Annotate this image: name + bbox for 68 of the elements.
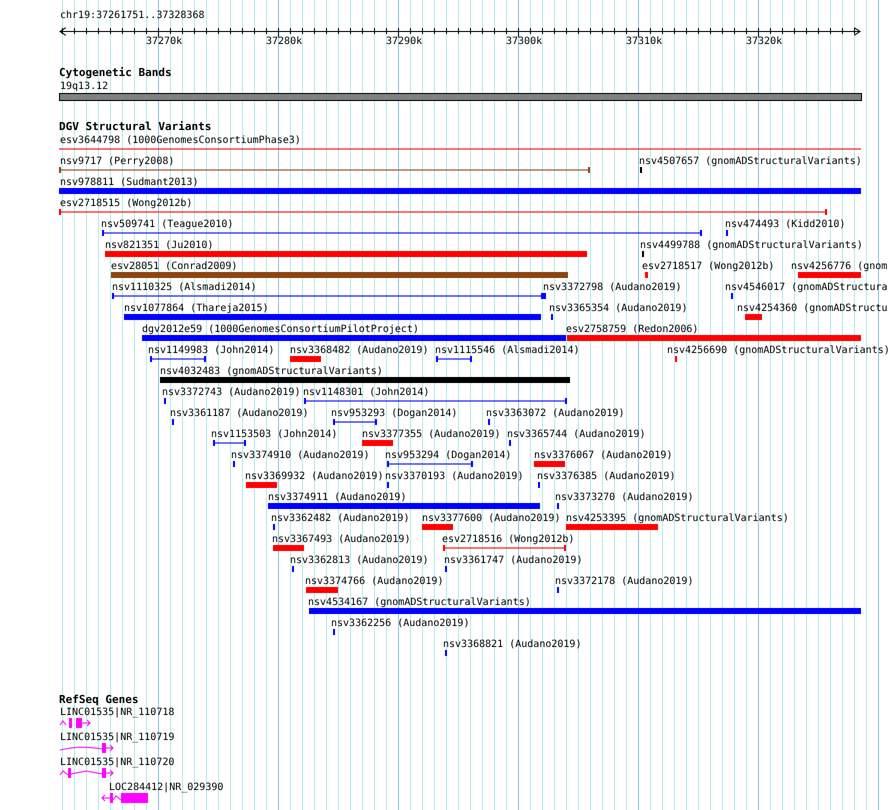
- variant-label: nsv3377600 (Audano2019): [422, 513, 560, 524]
- tick-label: 37310k: [626, 36, 662, 47]
- variant-label: nsv3374911 (Audano2019): [268, 492, 406, 503]
- variant-label: nsv3376067 (Audano2019): [534, 450, 672, 461]
- variant-label: nsv3368821 (Audano2019): [443, 639, 582, 650]
- variant-label: nsv978811 (Sudmant2013): [60, 177, 198, 188]
- variant-label: nsv4546017 (gnomADStructura: [725, 282, 888, 293]
- gene-label: LINC01535|NR_110720: [60, 757, 174, 768]
- variant-label: nsv474493 (Kidd2010): [725, 219, 846, 230]
- variant-label: nsv4507657 (gnomADStructuralVariants): [639, 156, 862, 167]
- variant-label: nsv4256690 (gnomADStructuralVariants): [667, 345, 890, 356]
- variant-label: nsv3377355 (Audano2019): [362, 429, 500, 440]
- variant-label: nsv953294 (Dogan2014): [385, 450, 512, 461]
- band-label: 19q13.12: [60, 81, 108, 92]
- gene-label: LINC01535|NR_110719: [60, 732, 174, 743]
- variant-label: esv3644798 (1000GenomesConsortiumPhase3): [60, 135, 301, 146]
- gene-label: LINC01535|NR_110718: [60, 707, 174, 718]
- variant-label: nsv3374766 (Audano2019): [305, 576, 444, 587]
- track-title: Cytogenetic Bands: [59, 67, 172, 78]
- variant-label: nsv3376385 (Audano2019): [537, 471, 676, 482]
- variant-label: nsv953293 (Dogan2014): [331, 408, 458, 419]
- variant-label: esv2718517 (Wong2012b): [642, 261, 774, 272]
- variant-label: esv2718516 (Wong2012b): [442, 534, 574, 545]
- variant-label: nsv4032483 (gnomADStructuralVariants): [160, 366, 383, 377]
- variant-label: nsv3362813 (Audano2019): [290, 555, 428, 566]
- variant-label: nsv1077864 (Thareja2015): [124, 303, 268, 314]
- tick-label: 37280k: [266, 36, 302, 47]
- track-title: DGV Structural Variants: [59, 121, 212, 132]
- variant-label: nsv821351 (Ju2010): [105, 240, 214, 251]
- track-title: RefSeq Genes: [59, 694, 138, 705]
- variant-label: nsv3372743 (Audano2019): [162, 387, 300, 398]
- tick-label: 37320k: [746, 36, 782, 47]
- variant-label: nsv3372798 (Audano2019): [543, 282, 682, 293]
- variant-label: nsv3361187 (Audano2019): [170, 408, 308, 419]
- variant-label: nsv4499788 (gnomADStructuralVariants): [640, 240, 863, 251]
- variant-label: nsv3365744 (Audano2019): [507, 429, 646, 440]
- tick-label: 37270k: [146, 36, 182, 47]
- variant-label: nsv3368482 (Audano2019): [290, 345, 428, 356]
- variant-label: nsv4534167 (gnomADStructuralVariants): [308, 597, 531, 608]
- variant-label: nsv509741 (Teague2010): [101, 219, 234, 230]
- variant-label: nsv3367493 (Audano2019): [272, 534, 410, 545]
- variant-label: nsv4253395 (gnomADStructuralVariants): [566, 513, 789, 524]
- variant-label: esv2718515 (Wong2012b): [60, 198, 192, 209]
- variant-label: nsv3362482 (Audano2019): [271, 513, 410, 524]
- variant-label: nsv3361747 (Audano2019): [444, 555, 582, 566]
- variant-label: nsv1110325 (Alsmadi2014): [112, 282, 256, 293]
- variant-label: nsv1115546 (Alsmadi2014): [435, 345, 580, 356]
- variant-label: nsv3369932 (Audano2019): [245, 471, 384, 482]
- variant-label: nsv1149983 (John2014): [148, 345, 274, 356]
- gene-label: LOC284412|NR_029390: [109, 782, 224, 793]
- variant-label: nsv9717 (Perry2008): [60, 156, 174, 167]
- variant-label: nsv1153503 (John2014): [211, 429, 338, 440]
- variant-label: esv28051 (Conrad2009): [111, 261, 238, 272]
- variant-label: nsv1148301 (John2014): [303, 387, 430, 398]
- variant-label: nsv3365354 (Audano2019): [549, 303, 688, 314]
- tick-label: 37300k: [506, 36, 542, 47]
- variant-label: nsv4254360 (gnomADStructu: [737, 303, 888, 314]
- variant-label: nsv3363072 (Audano2019): [486, 408, 624, 419]
- tick-label: 37290k: [386, 36, 422, 47]
- variant-label: dgv2012e59 (1000GenomesConsortiumPilotProject): [142, 324, 419, 335]
- variant-label: nsv3374910 (Audano2019): [231, 450, 370, 461]
- variant-label: nsv3373270 (Audano2019): [555, 492, 694, 503]
- variant-label: nsv3370193 (Audano2019): [385, 471, 524, 482]
- variant-label: esv2758759 (Redon2006): [566, 324, 698, 335]
- variant-label: nsv3372178 (Audano2019): [555, 576, 694, 587]
- variant-label: nsv3362256 (Audano2019): [331, 618, 470, 629]
- coordinate-label: chr19:37261751..37328368: [60, 10, 204, 21]
- variant-label: nsv4256776 (gnom: [791, 261, 888, 272]
